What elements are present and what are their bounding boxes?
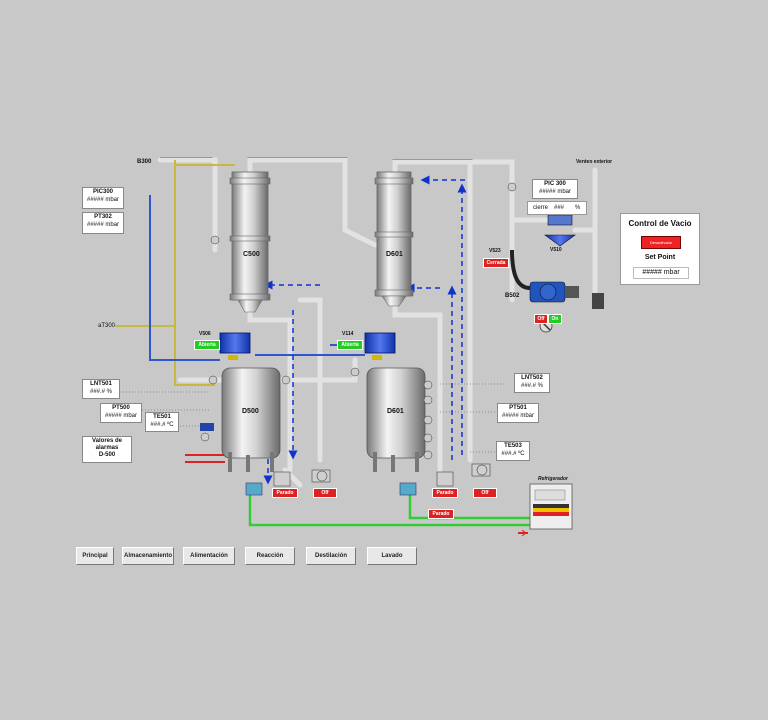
v506-label: V506 [199, 331, 211, 337]
d500-label: D500 [242, 408, 259, 415]
cierre-display: cierre ### % [527, 201, 587, 215]
flow-arrows [263, 175, 467, 485]
te503-tag: TE503 [504, 443, 522, 449]
refrigerator-unit [529, 483, 573, 530]
pt500-display: PT500 ##### mbar [100, 403, 142, 423]
v114-label: V114 [342, 331, 354, 337]
b502-on-button[interactable]: On [548, 314, 562, 324]
column-c500 [229, 171, 271, 313]
v506-state[interactable]: Abierta [194, 340, 220, 350]
vacuum-control-panel: Control de Vacio Desactivado Set Point #… [620, 213, 700, 285]
green-pipe [248, 495, 530, 527]
c500-label: C500 [243, 251, 260, 258]
pt501-display: PT501 ##### mbar [497, 403, 539, 423]
lnt502-value: ###.# % [520, 383, 544, 389]
nav-lavado-button[interactable]: Lavado [367, 547, 417, 565]
v114-state[interactable]: Abierta [337, 340, 363, 350]
pump-b502 [510, 249, 604, 309]
pump-d601-b-status[interactable]: Off [473, 488, 497, 498]
vacuum-panel-title: Control de Vacio [628, 219, 692, 228]
pt302-display: PT302 ##### mbar [82, 212, 124, 234]
pump-d601-a-status[interactable]: Parado [432, 488, 458, 498]
nav-destilacion-button[interactable]: Destilación [306, 547, 356, 565]
yellow-pipe [115, 160, 235, 386]
pump-d500 [273, 469, 331, 487]
v523-label: V523 [489, 248, 501, 254]
nav-almacenamiento-button[interactable]: Almacenamiento [122, 547, 174, 565]
te503-value: ###.# ºC [501, 451, 525, 457]
cierre-unit: % [575, 205, 581, 211]
alarms-line3: D-500 [98, 452, 116, 458]
lnt502-tag: LNT502 [521, 375, 543, 381]
te501-tag: TE501 [153, 414, 171, 420]
pic300-left-tag: PIC300 [92, 189, 113, 195]
lnt501-display: LNT501 ###.# % [82, 379, 120, 399]
agitator-status[interactable]: Parado [428, 509, 454, 519]
pic300-left-value: ##### mbar [86, 197, 120, 203]
pic300-left-display: PIC300 ##### mbar [82, 187, 124, 209]
line-b300-label: B300 [137, 159, 152, 165]
v523-state[interactable]: Cerrada [483, 258, 509, 268]
b502-label: B502 [505, 293, 520, 299]
refrigerador-label: Refrigerador [538, 476, 569, 482]
pump-d601 [436, 463, 491, 487]
v510-label: V510 [550, 247, 562, 253]
alarms-line1: Valores de [91, 438, 123, 444]
pt302-value: ##### mbar [86, 222, 120, 228]
pic300-right-value: ##### mbar [538, 189, 572, 195]
process-pipes [157, 157, 598, 488]
pump-d500-a-status[interactable]: Parado [272, 488, 298, 498]
valve-v510 [544, 214, 576, 247]
column-d601 [374, 171, 414, 307]
pipe-outlines [160, 157, 473, 160]
lnt501-tag: LNT501 [90, 381, 112, 387]
tank-d601 [366, 367, 426, 496]
venteo-label: Venteo exterior [576, 159, 613, 165]
setpoint-label: Set Point [644, 254, 676, 261]
nav-alimentacion-button[interactable]: Alimentación [183, 547, 235, 565]
pt501-tag: PT501 [509, 405, 527, 411]
pic300-right-display: PIC 300 ##### mbar [532, 179, 578, 199]
pt500-tag: PT500 [112, 405, 130, 411]
pt302-tag: PT302 [94, 214, 112, 220]
pic300-right-tag: PIC 300 [544, 181, 566, 187]
valve-v506 [219, 332, 251, 360]
te501-display: TE501 ###.# ºC [145, 412, 179, 432]
d601-tank-label: D601 [387, 408, 404, 415]
nav-reaccion-button[interactable]: Reacción [245, 547, 295, 565]
pt501-value: ##### mbar [501, 413, 535, 419]
line-at300-label: aT300 [98, 323, 116, 329]
te501-value: ###.# ºC [150, 422, 174, 428]
alarms-d500-button[interactable]: Valores de alarmas D-500 [82, 436, 132, 463]
setpoint-input[interactable]: ##### mbar [633, 267, 689, 279]
alarms-line2: alarmas [95, 445, 119, 451]
te503-display: TE503 ###.# ºC [496, 441, 530, 461]
pump-d500-b-status[interactable]: Off [313, 488, 337, 498]
valve-v114 [364, 332, 396, 360]
pt500-value: ##### mbar [104, 413, 138, 419]
cierre-value: ### [554, 205, 565, 211]
cierre-label: cierre [533, 205, 549, 211]
lnt501-value: ###.# % [89, 389, 113, 395]
d601-column-label: D601 [386, 251, 403, 258]
tank-d500 [221, 367, 281, 496]
lnt502-display: LNT502 ###.# % [514, 373, 550, 393]
nav-principal-button[interactable]: Principal [76, 547, 114, 565]
b502-off-button[interactable]: Off [534, 314, 548, 324]
vacuum-toggle-button[interactable]: Desactivado [641, 236, 681, 249]
